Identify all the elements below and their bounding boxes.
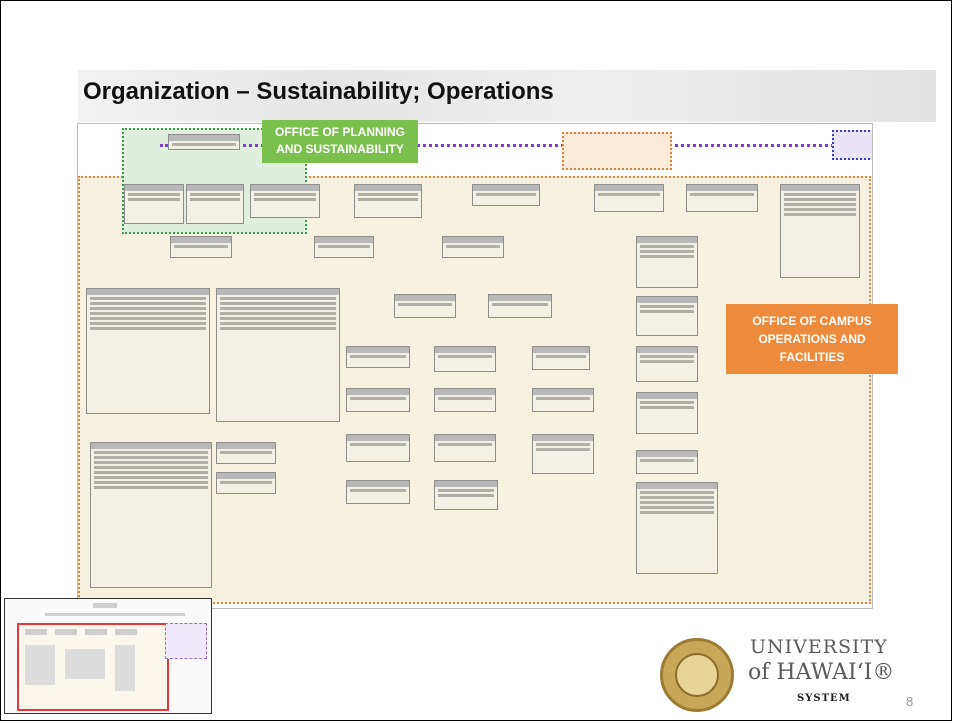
org-node — [532, 388, 594, 412]
org-node — [314, 236, 374, 258]
org-node — [472, 184, 540, 206]
org-chart — [77, 123, 873, 609]
org-node — [532, 346, 590, 370]
logo-text-system: SYSTEM — [797, 693, 851, 704]
org-node — [216, 288, 340, 422]
purple-dotted-connector — [160, 144, 870, 147]
page-number: 8 — [906, 694, 914, 709]
org-node — [354, 184, 422, 218]
org-node — [124, 184, 184, 224]
org-node — [636, 296, 698, 336]
logo-text-university: UNIVERSITY — [750, 636, 888, 658]
thumb-node — [55, 629, 77, 635]
thumb-node — [93, 603, 117, 608]
org-node — [216, 442, 276, 464]
thumb-node — [25, 645, 55, 685]
purple-office-box — [832, 130, 872, 160]
org-node — [488, 294, 552, 318]
org-node — [636, 236, 698, 288]
org-node — [250, 184, 320, 218]
org-node — [186, 184, 244, 224]
org-node — [442, 236, 504, 258]
org-node — [434, 480, 498, 510]
thumbnail-purple-region — [165, 623, 207, 659]
campus-ops-director-box — [562, 132, 672, 170]
org-node — [346, 434, 410, 462]
org-node — [434, 388, 496, 412]
org-node — [434, 434, 496, 462]
thumb-node — [45, 613, 185, 616]
overview-thumbnail — [4, 598, 212, 714]
university-seal-logo — [660, 638, 734, 712]
org-node — [636, 392, 698, 434]
logo-text-hawaii: of HAWAI‘I® — [748, 660, 895, 685]
org-node — [780, 184, 860, 278]
org-node — [216, 472, 276, 494]
org-node — [90, 442, 212, 588]
org-node — [532, 434, 594, 474]
thumb-node — [115, 645, 135, 691]
org-node — [170, 236, 232, 258]
org-node — [636, 482, 718, 574]
slide-title: Organization – Sustainability; Operation… — [83, 78, 554, 105]
thumb-node — [85, 629, 107, 635]
thumb-node — [115, 629, 137, 635]
org-node — [86, 288, 210, 414]
thumb-node — [25, 629, 47, 635]
org-node — [434, 346, 496, 372]
label-campus-operations: OFFICE OF CAMPUS OPERATIONS AND FACILITI… — [726, 304, 898, 374]
org-node — [346, 480, 410, 504]
org-node — [346, 346, 410, 368]
org-node — [346, 388, 410, 412]
org-node — [636, 346, 698, 382]
thumb-node — [65, 649, 105, 679]
org-node — [594, 184, 664, 212]
org-node — [168, 134, 240, 150]
org-node — [394, 294, 456, 318]
org-node — [686, 184, 758, 212]
title-band — [78, 70, 936, 122]
label-planning-sustainability: OFFICE OF PLANNING AND SUSTAINABILITY — [262, 120, 418, 163]
org-node — [636, 450, 698, 474]
